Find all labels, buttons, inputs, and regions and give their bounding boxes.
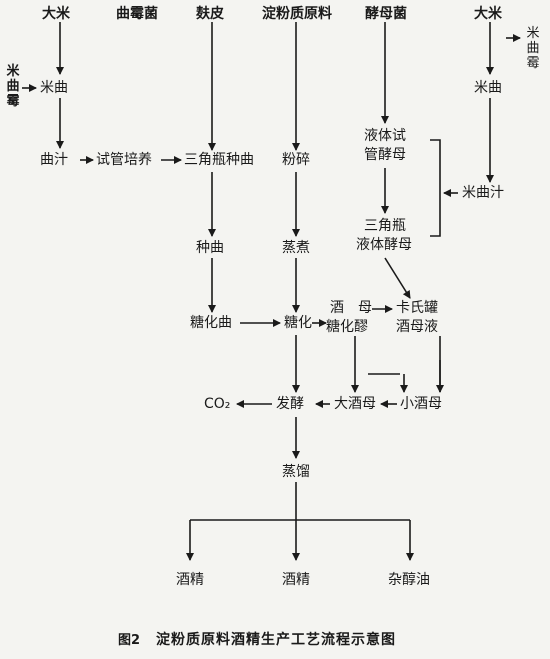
node-small-yeast: 小酒母	[400, 396, 442, 412]
node-test-tube-culture: 试管培养	[96, 152, 152, 168]
node-rice-right: 大米	[474, 6, 502, 22]
node-starch-material: 淀粉质原料	[262, 6, 332, 22]
node-saccharified-koji: 糖化曲	[190, 315, 232, 331]
node-rice-koji-juice: 米曲汁	[462, 185, 504, 201]
node-rice-left: 大米	[42, 6, 70, 22]
node-rice-koji-right: 米曲	[474, 80, 502, 96]
node-bran: 麸皮	[196, 6, 224, 22]
node-yeast-mash-line1: 酒 母	[330, 300, 372, 316]
node-rice-koji-mold-right: 米曲霉	[526, 26, 540, 71]
bracket-rice-koji-juice	[430, 139, 441, 237]
node-large-yeast: 大酒母	[334, 396, 376, 412]
node-flask-liquid-yeast-line1: 三角瓶	[364, 218, 406, 234]
node-steam-cook: 蒸煮	[282, 240, 310, 256]
node-liquid-test-tube-yeast-line2: 管酵母	[364, 147, 406, 163]
node-crush: 粉碎	[282, 152, 310, 168]
node-yeast: 酵母菌	[365, 6, 407, 22]
node-saccharify: 糖化	[284, 315, 312, 331]
node-liquid-test-tube-yeast-line1: 液体试	[364, 128, 406, 144]
node-alcohol-1: 酒精	[176, 572, 204, 588]
node-rice-koji-mold-left: 米曲霉	[6, 64, 20, 109]
node-seed-koji: 种曲	[196, 240, 224, 256]
node-alcohol-2: 酒精	[282, 572, 310, 588]
arrow-flaskyeast-to-carlsberg	[384, 257, 411, 299]
figure-number: 图2	[118, 633, 141, 648]
figure-caption: 淀粉质原料酒精生产工艺流程示意图	[156, 632, 396, 648]
node-carlsberg-flask-line1: 卡氏罐	[396, 300, 438, 316]
node-flask-seed-koji: 三角瓶种曲	[184, 152, 254, 168]
node-carlsberg-flask-line2: 酒母液	[396, 319, 438, 335]
node-rice-koji-left: 米曲	[40, 80, 68, 96]
node-co2: CO₂	[204, 396, 231, 412]
node-koji-mold: 曲霉菌	[116, 6, 158, 22]
node-distill: 蒸馏	[282, 464, 310, 480]
node-ferment: 发酵	[276, 396, 304, 412]
node-fusel-oil: 杂醇油	[388, 572, 430, 588]
node-flask-liquid-yeast-line2: 液体酵母	[356, 237, 412, 253]
node-yeast-mash-line2: 糖化醪	[326, 319, 368, 335]
node-koji-juice: 曲汁	[40, 152, 68, 168]
